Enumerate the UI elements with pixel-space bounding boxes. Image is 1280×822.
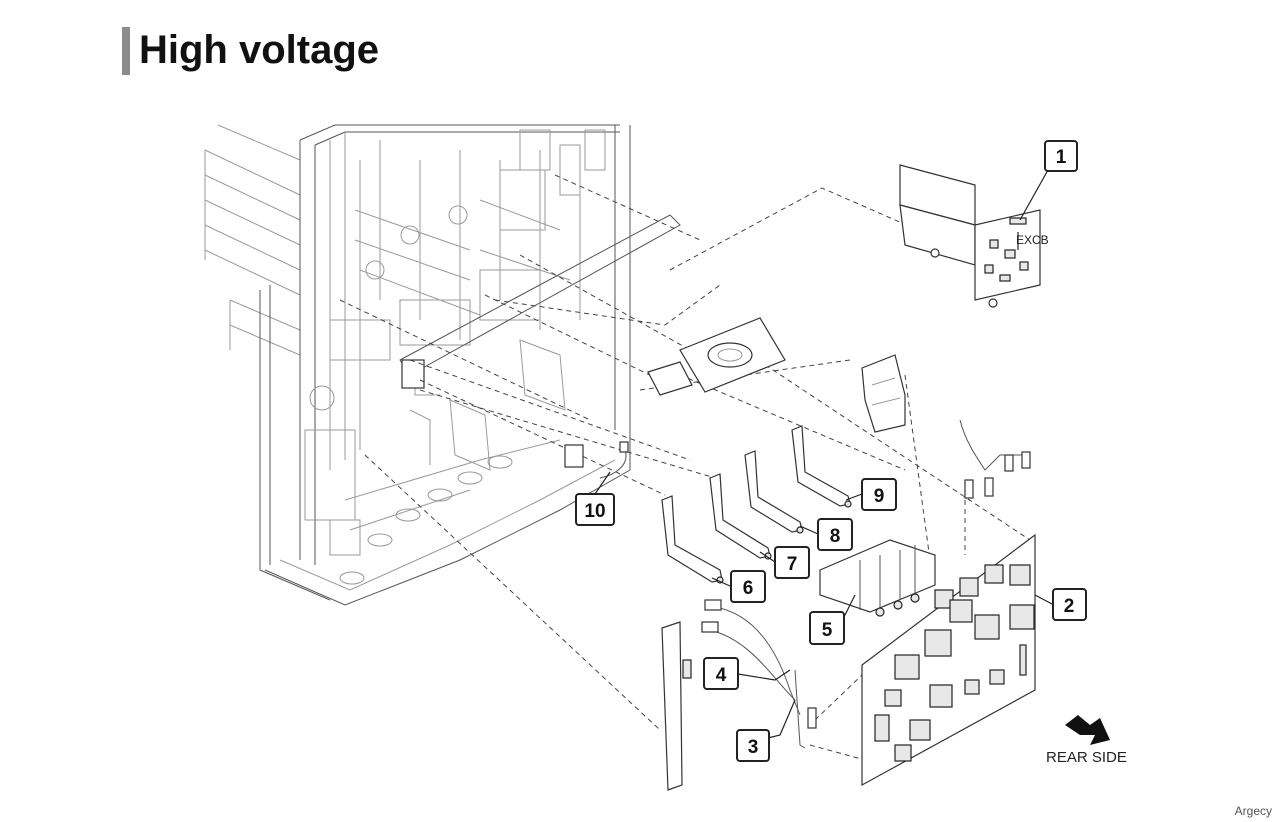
svg-text:8: 8 (830, 526, 841, 547)
callout-10: 10 (575, 493, 615, 526)
part-1-excb-board (899, 164, 1041, 308)
svg-text:6: 6 (743, 578, 754, 599)
svg-text:2: 2 (1064, 596, 1075, 617)
fan-assembly (647, 317, 786, 396)
part-8-contact-arm (744, 450, 804, 534)
mount-bracket (861, 354, 906, 433)
part-10-connector (564, 441, 629, 479)
rear-side-arrow (1065, 715, 1110, 745)
part-3-cable (794, 669, 817, 749)
title-accent-bar (122, 27, 130, 75)
callout-7: 7 (774, 546, 810, 579)
callout-2: 2 (1052, 588, 1087, 621)
callout-5: 5 (809, 611, 845, 645)
part-5-contact-assembly (819, 539, 936, 617)
vertical-rail (661, 621, 692, 791)
callout-9: 9 (861, 478, 897, 511)
part-9-contact-arm (791, 425, 852, 508)
svg-text:1: 1 (1056, 147, 1067, 168)
callout-4: 4 (703, 657, 739, 690)
printer-frame (204, 124, 681, 606)
excb-label: EXCB (1016, 233, 1049, 247)
callout-6: 6 (730, 570, 766, 603)
rear-side-label: REAR SIDE (1046, 749, 1127, 766)
watermark: Argecy (1234, 804, 1272, 818)
svg-text:7: 7 (787, 554, 798, 575)
exploded-guides (339, 174, 1031, 761)
part-4-cable (701, 599, 801, 716)
svg-text:3: 3 (748, 737, 759, 758)
page-title: High voltage (139, 28, 380, 72)
svg-text:9: 9 (874, 486, 885, 507)
callout-3: 3 (736, 729, 770, 762)
svg-text:10: 10 (584, 501, 605, 522)
callout-8: 8 (817, 518, 853, 551)
part-2-high-voltage-board (861, 533, 1036, 787)
callout-1: 1 (1044, 140, 1078, 172)
part-7-contact-arm (709, 473, 772, 560)
wire-harness (959, 419, 1031, 499)
svg-text:4: 4 (716, 665, 727, 686)
svg-text:5: 5 (822, 620, 833, 641)
